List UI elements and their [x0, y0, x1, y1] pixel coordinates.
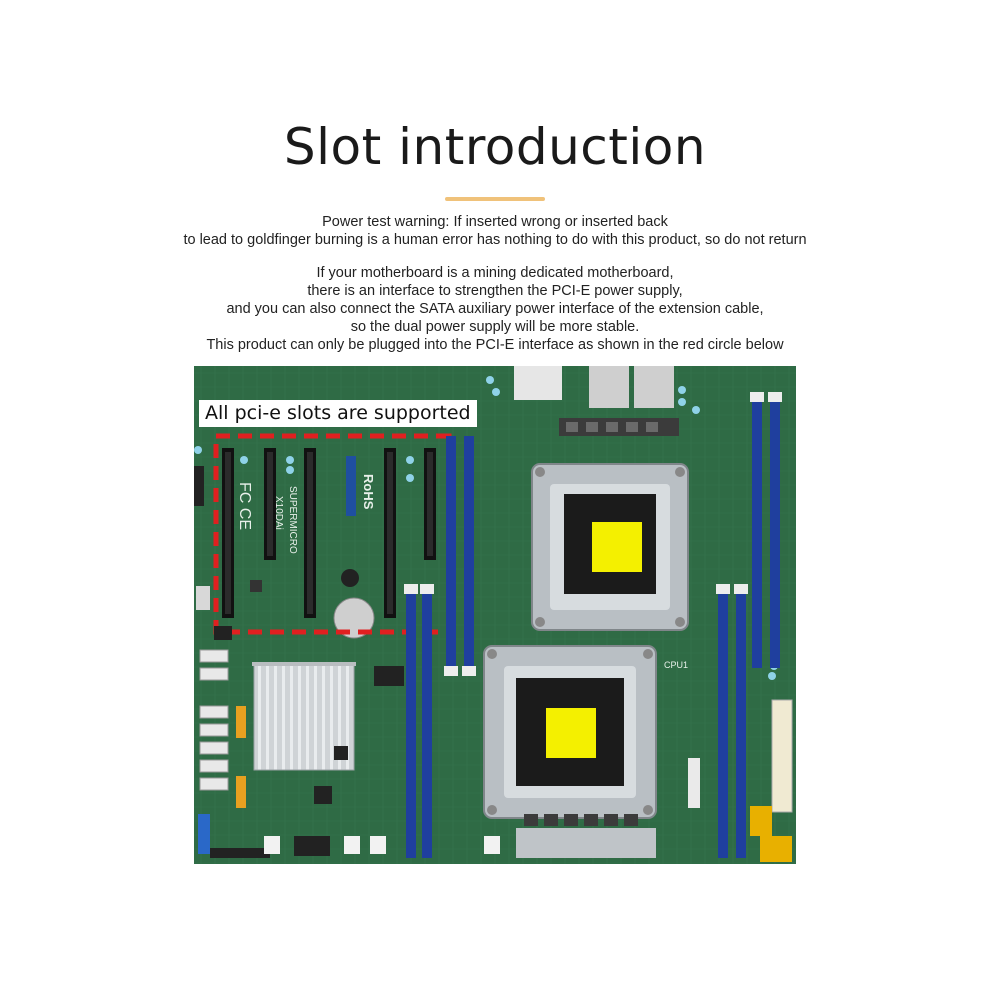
lan-port — [634, 366, 674, 408]
socket-marker — [592, 522, 642, 572]
model-silkscreen: X10DAi — [273, 496, 284, 530]
cmos-battery — [333, 597, 375, 639]
sata-port — [199, 723, 229, 737]
motherboard-photo: FC CE SUPERMICRO X10DAi RoHS — [194, 366, 796, 864]
rohs-silkscreen: RoHS — [361, 474, 376, 510]
sata-port — [199, 667, 229, 681]
warning-line: Power test warning: If inserted wrong or… — [322, 214, 668, 230]
motherboard-illustration: FC CE SUPERMICRO X10DAi RoHS — [194, 366, 796, 864]
info-line: This product can only be plugged into th… — [206, 337, 784, 353]
page-title: Slot introduction — [283, 118, 707, 176]
usb-port — [514, 366, 562, 400]
info-line: so the dual power supply will be more st… — [350, 319, 640, 335]
info-line: there is an interface to strengthen the … — [307, 283, 683, 299]
warning-text: Power test warning: If inserted wrong or… — [0, 213, 990, 249]
lan-port — [589, 366, 629, 408]
title-underline — [445, 197, 545, 201]
dimm-slots-left — [404, 436, 476, 858]
sata-port — [199, 741, 229, 755]
sata-port — [199, 705, 229, 719]
sata-port — [199, 777, 229, 791]
info-text: If your motherboard is a mining dedicate… — [0, 264, 990, 354]
atx-power-connector — [771, 699, 793, 813]
callout-label: All pci-e slots are supported — [199, 400, 477, 427]
fcc-mark: FC CE — [236, 482, 253, 530]
sata-port — [199, 759, 229, 773]
warning-line: to lead to goldfinger burning is a human… — [183, 232, 807, 248]
dimm-slots-right — [716, 392, 782, 858]
socket-marker — [546, 708, 596, 758]
sata-port — [199, 649, 229, 663]
brand-silkscreen: SUPERMICRO — [287, 486, 298, 554]
info-line: If your motherboard is a mining dedicate… — [316, 265, 674, 281]
cpu-socket-2 — [483, 645, 657, 819]
cpu-socket-1 — [531, 463, 689, 631]
info-line: and you can also connect the SATA auxili… — [226, 301, 764, 317]
cpu-label-silkscreen: CPU1 — [664, 660, 688, 670]
